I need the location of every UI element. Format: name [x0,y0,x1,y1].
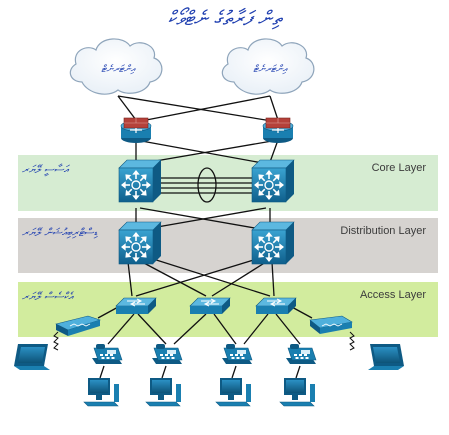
distribution-switch-2 [251,221,295,265]
link-cloud2-router1 [135,95,271,123]
link-dist1-acc1 [127,261,133,297]
distribution-layer-band: ޑިސްޓްރިބިއުޝަން ލޭޔަރ Distribution Laye… [18,218,438,273]
wireless-link-2 [349,331,355,351]
wireless-link-1 [53,331,59,351]
firewall-router-2 [262,117,294,143]
access-switches [115,297,297,314]
link-phone1-pc1 [99,365,105,379]
internet-cloud-1: އިންޓަރނެޓް [69,38,163,95]
link-cloud1-router2 [117,95,279,123]
core-switch-1 [118,159,162,203]
link-acc1-phone2 [137,313,167,345]
link-acc3-phone4 [275,313,301,345]
access-switch-1 [115,297,157,314]
access-switch-3 [255,297,297,314]
link-acc1-phone1 [107,313,135,345]
workstation-1 [83,378,119,407]
workstation-3 [215,378,251,407]
core-switch-2 [251,159,295,203]
workstation-2 [145,378,181,407]
core-layer-local-label: އަސާސީ ލޭޔަރ [22,163,69,176]
wireless-laptop-2 [368,344,404,370]
cloud-2-label: އިންޓަރނެޓް [253,64,288,75]
distribution-switch-1 [118,221,162,265]
distribution-layer-label: Distribution Layer [340,225,426,237]
link-phone4-pc4 [295,365,301,379]
diagram-title: ތިން ފަރާތުގެ ނެޓްވޯކް [167,6,282,30]
ip-phone-3 [222,344,253,364]
firewall-router-1 [120,117,152,143]
internet-cloud-2: އިންޓަރނެޓް [221,38,315,95]
cloud-1-shape [69,38,163,95]
ip-phone-2 [152,344,183,364]
wireless-ap-1 [55,315,101,336]
wireless-ap-2 [309,315,353,334]
link-router1-core2 [135,139,269,165]
link-acc2-phone2 [173,313,207,345]
link-cloud2-router2 [269,95,279,121]
access-layer-label: Access Layer [359,289,426,301]
access-layer-local-label: އެކްސެސް ލޭޔަރ [22,290,73,303]
distribution-layer-local-label: ޑިސްޓްރިބިއުޝަން ލޭޔަރ [22,226,98,239]
link-acc3-phone3 [243,313,269,345]
link-dist2-acc1 [135,257,261,297]
ip-phone-4 [286,344,317,364]
multilayer-switches [118,159,295,265]
link-dist1-acc2 [141,261,207,297]
workstations [83,378,315,407]
etherchannel-ring [197,167,217,203]
link-router2-core2 [269,139,279,163]
core-layer-label: Core Layer [371,162,426,174]
wireless-laptop-1 [14,344,50,370]
ip-phone-1 [92,344,123,364]
link-cloud1-router1 [117,95,137,121]
link-dist2-acc3 [271,261,275,297]
link-phone2-pc2 [161,365,167,379]
link-dist2-acc2 [211,261,267,297]
link-acc2-phone3 [213,313,237,345]
cloud-1-label: އިންޓަރނެޓް [101,64,136,75]
ip-phones [92,344,317,364]
access-switch-2 [189,297,231,314]
cloud-2-shape [221,38,315,95]
link-phone3-pc3 [231,365,237,379]
workstation-4 [279,378,315,407]
link-dist1-acc3 [149,257,271,297]
